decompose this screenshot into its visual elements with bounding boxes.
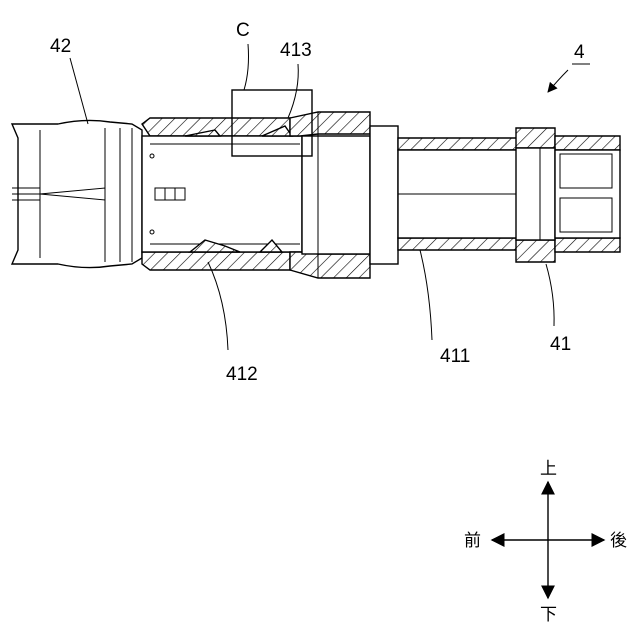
part-411-tube — [398, 138, 520, 250]
label-42: 42 — [50, 36, 71, 57]
part-41-rear — [516, 128, 620, 262]
label-413: 413 — [280, 40, 312, 61]
label-c: C — [236, 20, 250, 41]
direction-front: 前 — [464, 531, 481, 551]
direction-down: 下 — [540, 605, 557, 625]
label-412: 412 — [226, 364, 258, 385]
direction-indicator — [492, 482, 604, 598]
part-412-housing — [142, 118, 302, 270]
label-4: 4 — [574, 42, 585, 63]
part-413-ring — [290, 112, 398, 278]
label-411: 411 — [440, 346, 470, 367]
direction-back: 後 — [610, 531, 627, 551]
label-41: 41 — [550, 334, 571, 355]
direction-up: 上 — [540, 459, 557, 479]
part-42-sleeve — [12, 120, 142, 267]
